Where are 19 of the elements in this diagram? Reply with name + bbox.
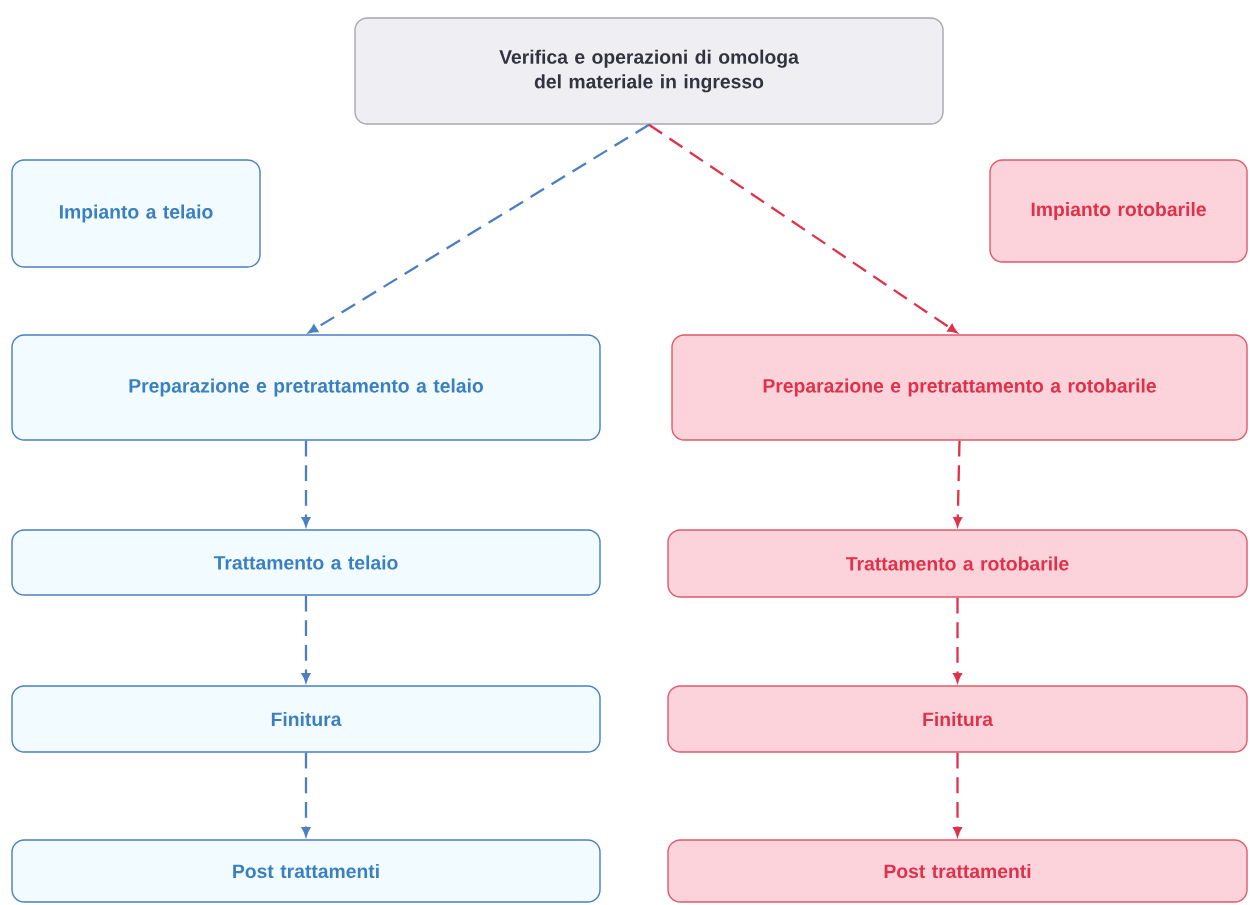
- arrow: [308, 123, 650, 334]
- arrow: [953, 752, 962, 837]
- arrow: [648, 123, 958, 334]
- process-box: Trattamento a rotobarile: [667, 529, 1248, 598]
- arrow: [953, 597, 962, 683]
- process-box: Preparazione e pretrattamento a telaio: [11, 334, 601, 441]
- process-box: Post trattamenti: [667, 839, 1248, 903]
- process-box: Preparazione e pretrattamento a rotobarile: [671, 334, 1248, 441]
- arrow: [301, 752, 311, 837]
- process-box: Trattamento a telaio: [11, 529, 601, 596]
- arrow: [953, 440, 963, 527]
- process-box: Post trattamenti: [11, 839, 601, 903]
- process-box: Finitura: [11, 685, 601, 753]
- arrow: [301, 440, 311, 527]
- process-box: Verifica e operazioni di omologa del materiale in ingresso: [354, 17, 944, 125]
- arrow: [301, 595, 311, 683]
- process-box: Impianto rotobarile: [989, 159, 1248, 263]
- process-box: Finitura: [667, 685, 1248, 753]
- process-box: Impianto a telaio: [11, 159, 261, 268]
